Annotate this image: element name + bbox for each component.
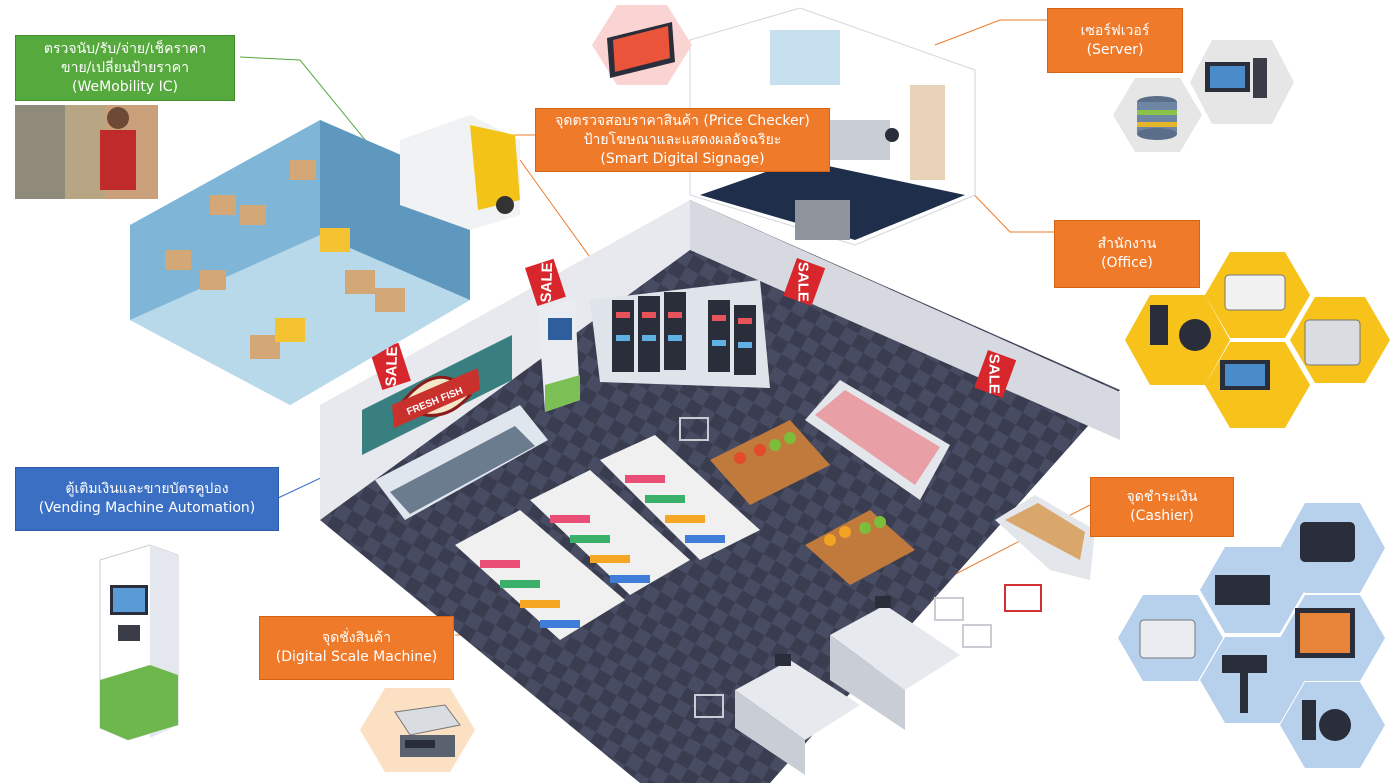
vending-machine [99,544,179,741]
wemobility-label-line1: ตรวจนับ/รับ/จ่าย/เช็คราคา [43,40,207,57]
scale-label-line1: จุดชั่งสินค้า [322,630,391,646]
wemobility-label-line3: (WeMobility IC) [72,78,178,95]
price-checker-label: จุดตรวจสอบราคาสินค้า (Price Checker) ป้า… [535,108,830,172]
worker-photo [15,105,158,199]
cashier-counters [735,596,960,775]
price-checker-label-line2: ป้ายโฆษณาและแสดงผลอัจฉริยะ [583,131,782,148]
fish-counter [375,405,548,520]
svg-text:SALE: SALE [538,262,556,303]
shopping-carts [679,417,1042,718]
warehouse [130,120,470,405]
fridges [590,280,770,388]
office [689,7,976,246]
vending-label: ตู้เติมเงินและขายบัตรคูปอง (Vending Mach… [15,467,279,531]
wemobility-label: ตรวจนับ/รับ/จ่าย/เช็คราคา ขาย/เปลี่ยนป้า… [15,35,235,101]
svg-text:SALE: SALE [794,262,811,302]
scale-label: จุดชั่งสินค้า (Digital Scale Machine) [259,616,454,680]
bakery-display [995,495,1095,580]
server-hex-cluster [1113,40,1294,152]
sale-signs: SALE SALE SALE SALE [370,258,1017,398]
server-label-line1: เซอร์ฟเวอร์ [1080,22,1150,39]
vending-label-line2: (Vending Machine Automation) [38,500,256,516]
wemobility-label-line2: ขาย/เปลี่ยนป้ายราคา [61,59,189,76]
vending-label-line1: ตู้เติมเงินและขายบัตรคูปอง [65,481,229,497]
server-label-line2: (Server) [1086,41,1144,58]
product-shelves [455,435,760,640]
price-checker-signage [592,5,692,85]
server-label: เซอร์ฟเวอร์ (Server) [1047,8,1183,73]
price-checker-label-line3: (Smart Digital Signage) [600,150,765,167]
produce-stands [710,420,915,585]
price-checker-label-line1: จุดตรวจสอบราคาสินค้า (Price Checker) [555,112,810,129]
scale-label-line2: (Digital Scale Machine) [275,649,438,665]
fresh-fish-banner: FRESH FISH [362,335,512,455]
kiosk-in-store [538,300,580,412]
svg-text:SALE: SALE [985,354,1002,394]
cashier-label-line1: จุดชำระเงิน [1126,489,1198,505]
office-label-line2: (Office) [1101,255,1153,271]
meat-display [805,380,950,500]
office-label: สำนักงาน (Office) [1054,220,1200,288]
office-hex-cluster [1125,252,1390,428]
cashier-hex-cluster [1118,503,1385,768]
office-label-line1: สำนักงาน [1097,236,1157,252]
truck [400,115,520,230]
cashier-label: จุดชำระเงิน (Cashier) [1090,477,1234,537]
svg-text:SALE: SALE [383,346,401,387]
cashier-label-line2: (Cashier) [1130,508,1194,524]
scale-hex [360,688,475,772]
